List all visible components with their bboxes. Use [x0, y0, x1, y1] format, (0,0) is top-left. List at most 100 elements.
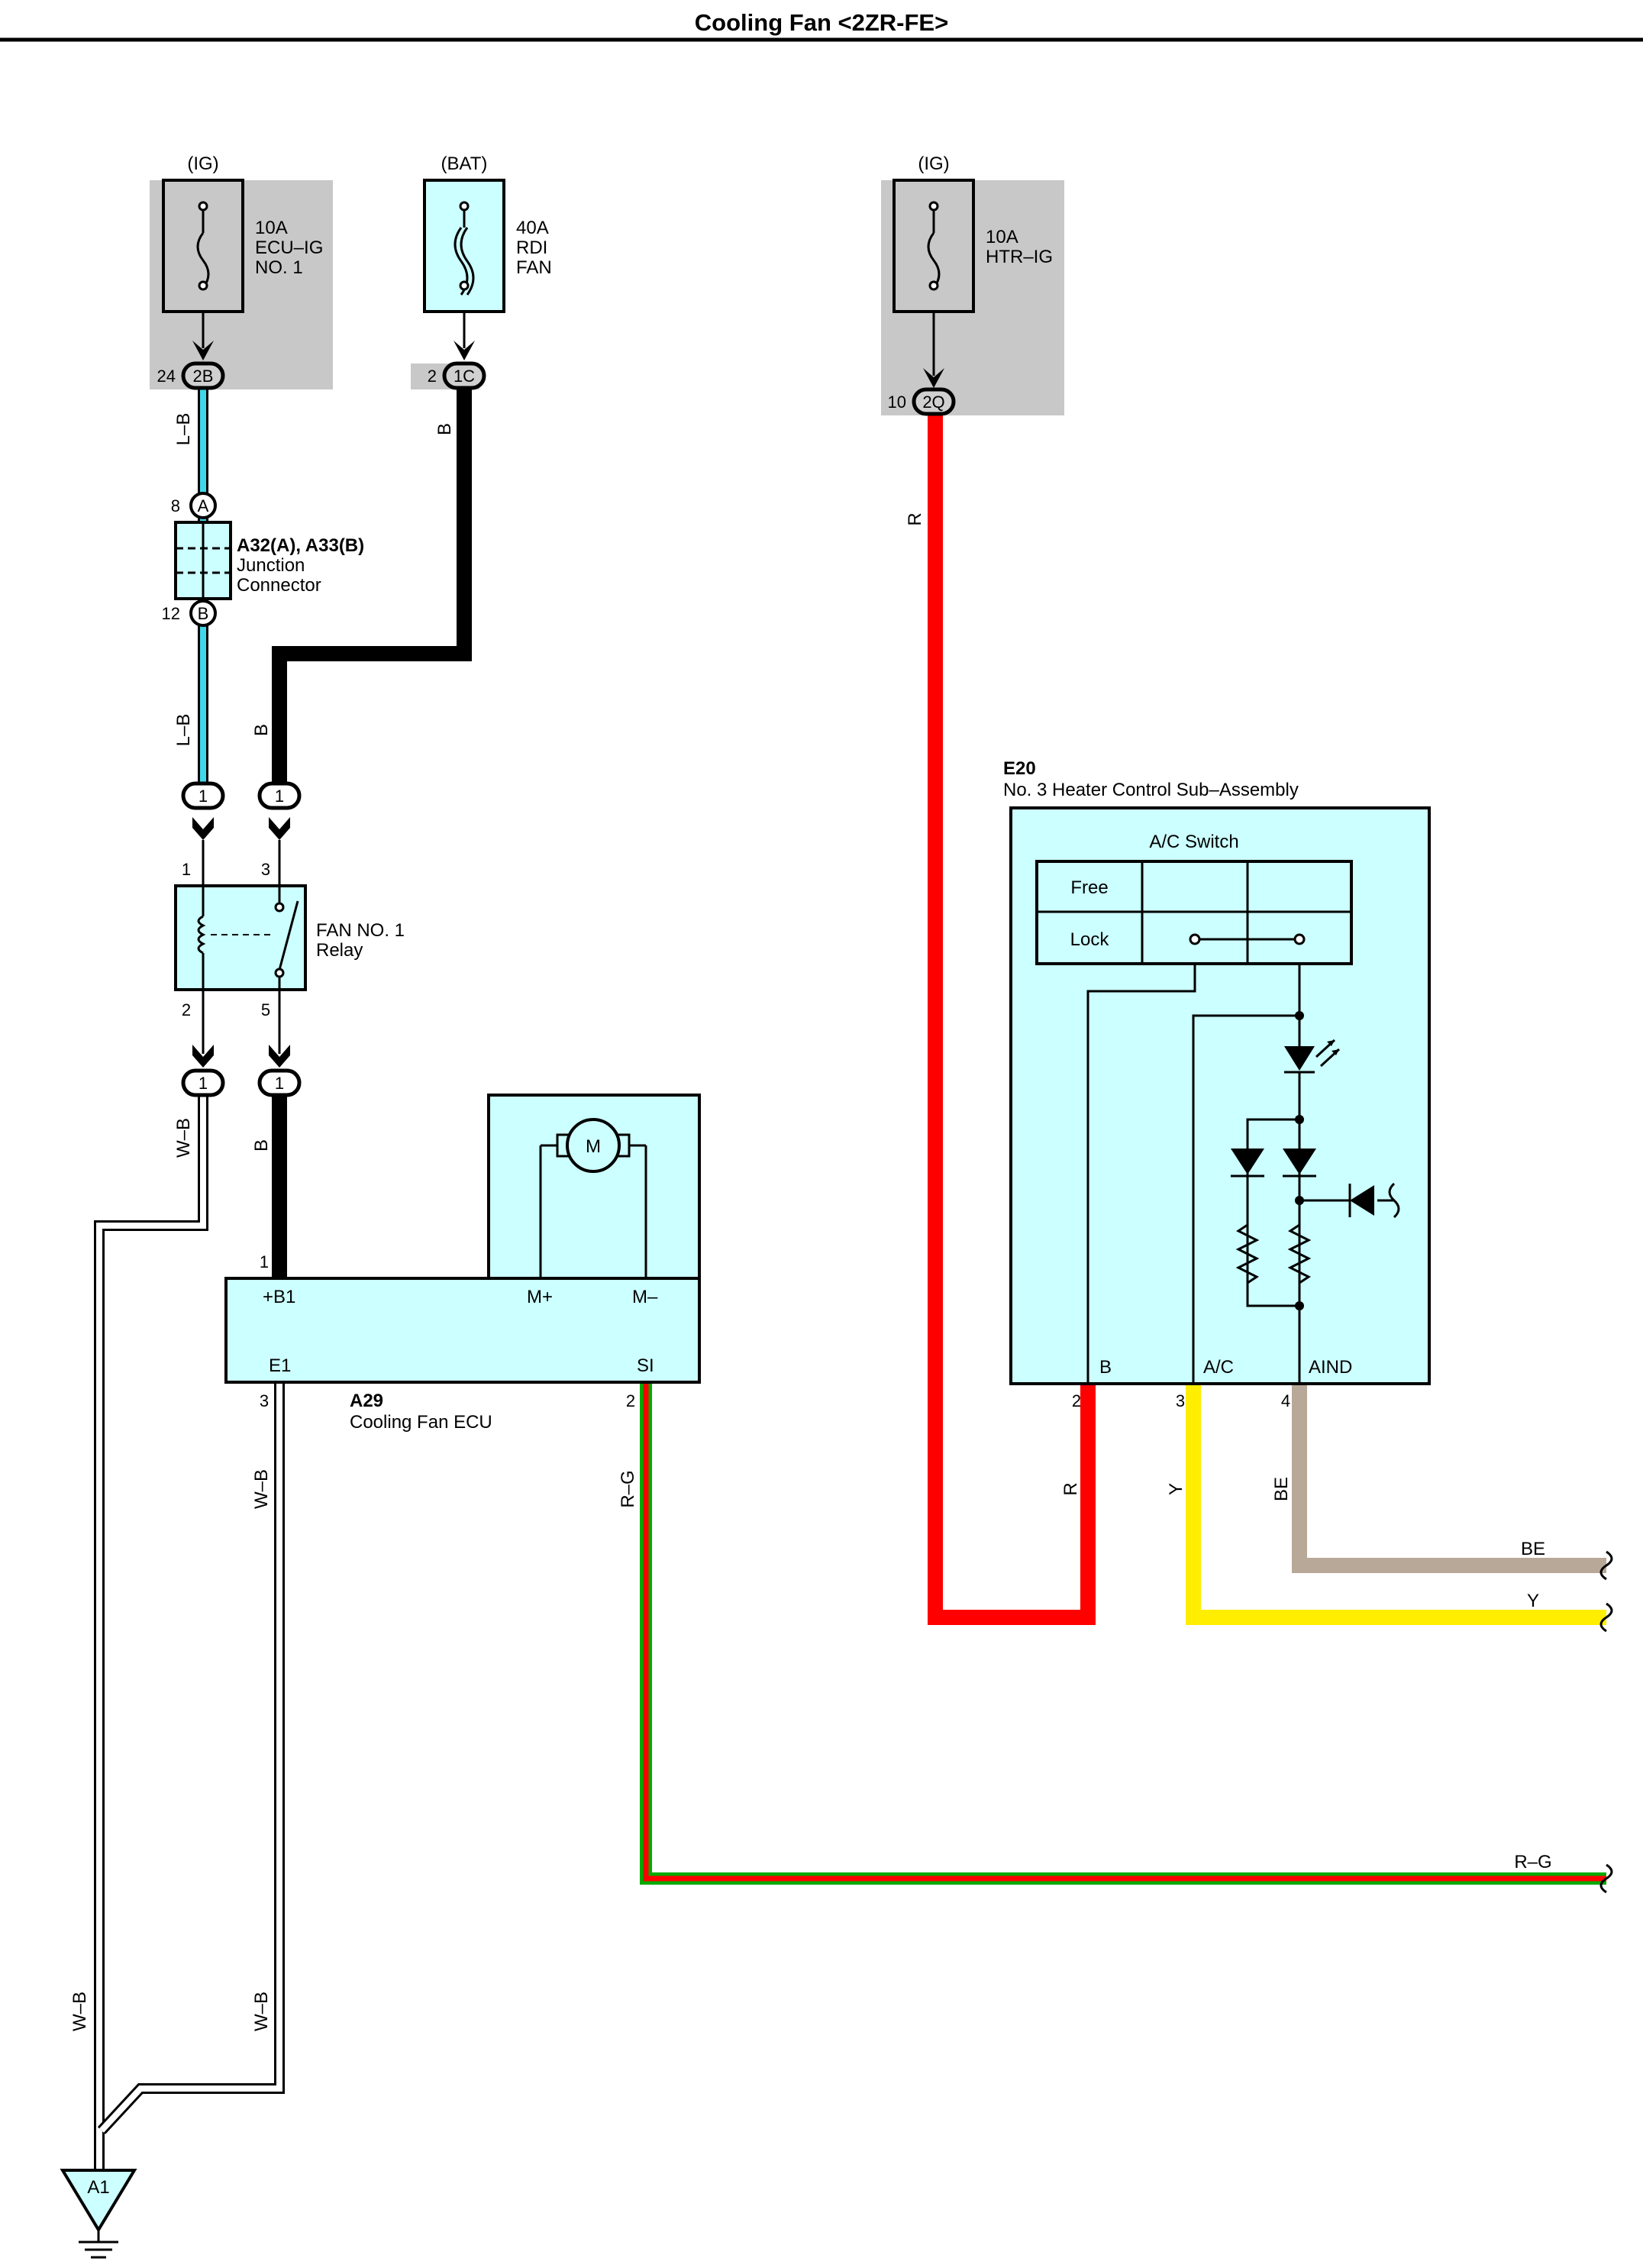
ecu-name: Cooling Fan ECU — [350, 1412, 492, 1433]
connector-1-wb-bottom: 1 — [181, 1068, 225, 1097]
wire-label-r-top: R — [905, 512, 925, 525]
junction-code: A32(A), A33(B) — [237, 535, 364, 556]
wire-be — [1292, 1384, 1606, 1573]
connector-2q: 2Q — [912, 387, 956, 416]
wire-y — [1186, 1384, 1606, 1625]
ground-label: A1 — [87, 2177, 109, 2198]
chevron-relay-pin2 — [192, 1045, 214, 1068]
fuse-rating-2: 40A — [516, 218, 549, 238]
chevron-relay-pin3 — [269, 817, 290, 840]
wire-label-rg-right: R–G — [1514, 1852, 1551, 1872]
connector-1-b-bottom: 1 — [257, 1068, 302, 1097]
wire-label-r-heater: R — [1060, 1482, 1081, 1495]
connector-2b-label: 2B — [193, 367, 214, 386]
motor-label: M — [586, 1136, 601, 1157]
heater-pin-ac: 3 — [1176, 1391, 1185, 1410]
relay-pin-1: 1 — [182, 860, 191, 879]
connector-1-b-top: 1 — [257, 781, 302, 810]
fuse-name1-2: RDI — [516, 237, 547, 258]
wire-break-be — [1599, 1550, 1613, 1581]
junction-pin-b-letter: B — [198, 604, 209, 623]
connector-1-lb-top: 1 — [181, 781, 225, 810]
connector-1-b-bottom-label: 1 — [275, 1074, 284, 1093]
heater-code: E20 — [1003, 758, 1036, 779]
wire-b-battery — [272, 376, 472, 791]
junction-pin-a-letter: A — [198, 496, 209, 515]
heater-terminal-aind: AIND — [1309, 1357, 1352, 1378]
wire-rg — [640, 1384, 1606, 1885]
ecu-terminal-b1: +B1 — [263, 1287, 295, 1307]
connector-1-wb-bottom-label: 1 — [199, 1074, 208, 1093]
fuse-pin-3: 10 — [888, 393, 906, 412]
wire-label-wb-left-lower: W–B — [69, 1992, 90, 2031]
ecu-code: A29 — [350, 1391, 383, 1411]
junction-pin-b: 12 — [162, 604, 180, 623]
wire-wb-ecu-to-ground — [97, 1384, 285, 2134]
fuse-name1-3: HTR–IG — [986, 247, 1053, 267]
wire-label-lb-top: L–B — [173, 413, 194, 446]
fuse-rating-1: 10A — [255, 218, 288, 238]
relay-name1: FAN NO. 1 — [316, 920, 405, 941]
connector-2b: 2B — [181, 361, 225, 390]
ecu-terminal-mminus: M– — [632, 1287, 658, 1307]
resistor-left-icon — [1235, 1223, 1260, 1284]
wire-break-rg — [1599, 1863, 1613, 1894]
wire-label-y-vertical: Y — [1166, 1483, 1186, 1495]
heater-name: No. 3 Heater Control Sub–Assembly — [1003, 780, 1299, 800]
relay-name2: Relay — [316, 940, 363, 961]
chevron-relay-pin5 — [269, 1045, 290, 1068]
wire-label-b-top: B — [434, 423, 455, 435]
wire-label-be-right: BE — [1521, 1539, 1545, 1559]
wire-label-b-mid: B — [251, 724, 272, 736]
chevron-relay-pin1 — [192, 817, 214, 840]
connector-1c: 1C — [442, 361, 486, 390]
wire-label-wb-relay: W–B — [173, 1118, 194, 1158]
relay-pin-3: 3 — [261, 860, 270, 879]
heater-pin-b: 2 — [1072, 1391, 1081, 1410]
ecu-terminal-mplus: M+ — [527, 1287, 553, 1307]
wire-label-rg-vertical: R–G — [618, 1470, 638, 1507]
fuse-supply-2: (BAT) — [441, 153, 488, 174]
wire-label-y-right: Y — [1527, 1591, 1539, 1611]
junction-name1: Junction — [237, 555, 305, 576]
heater-control-assembly — [1009, 806, 1431, 1385]
junction-name2: Connector — [237, 575, 321, 596]
junction-pin-a: 8 — [171, 496, 180, 515]
wire-label-b-lower: B — [251, 1139, 272, 1152]
switch-row-lock: Lock — [1070, 929, 1110, 950]
ecu-terminal-si: SI — [637, 1355, 654, 1376]
connector-1-lb-top-label: 1 — [199, 787, 208, 806]
motor-icon — [566, 1118, 621, 1173]
heater-pin-aind: 4 — [1281, 1391, 1290, 1410]
fuse-name2-2: FAN — [516, 257, 552, 278]
fuse-rdi-fan — [423, 179, 505, 360]
fuse-htr-ig — [893, 179, 975, 388]
ecu-terminal-e1: E1 — [269, 1355, 291, 1376]
fuse-pin-1: 24 — [157, 367, 176, 386]
wire-label-wb-right-lower: W–B — [251, 1992, 272, 2031]
connector-1-b-top-label: 1 — [275, 787, 284, 806]
photodiode-icon — [1350, 1185, 1374, 1216]
junction-connector — [174, 492, 232, 627]
relay-pin-2: 2 — [182, 1000, 191, 1019]
connector-2q-label: 2Q — [922, 393, 944, 412]
fuse-rating-3: 10A — [986, 227, 1018, 247]
wire-label-lb-mid: L–B — [173, 714, 194, 747]
fuse-name1-1: ECU–IG — [255, 237, 323, 258]
wire-label-wb-ecu: W–B — [251, 1469, 272, 1509]
switch-row-free: Free — [1070, 877, 1108, 898]
diode-left-icon — [1231, 1149, 1264, 1174]
fuse-name2-1: NO. 1 — [255, 257, 303, 278]
page-title: Cooling Fan <2ZR-FE> — [695, 9, 948, 36]
cooling-fan-ecu — [224, 1094, 701, 1384]
heater-terminal-b: B — [1099, 1357, 1112, 1378]
ecu-pin-b1: 1 — [260, 1252, 269, 1271]
wire-wb-relay-to-ground — [94, 1081, 208, 2173]
resistor-right-icon — [1287, 1223, 1312, 1284]
led-icon — [1284, 1046, 1315, 1071]
relay-pin-5: 5 — [261, 1000, 270, 1019]
diode-right-icon — [1283, 1149, 1316, 1174]
ecu-pin-e1: 3 — [260, 1391, 269, 1410]
